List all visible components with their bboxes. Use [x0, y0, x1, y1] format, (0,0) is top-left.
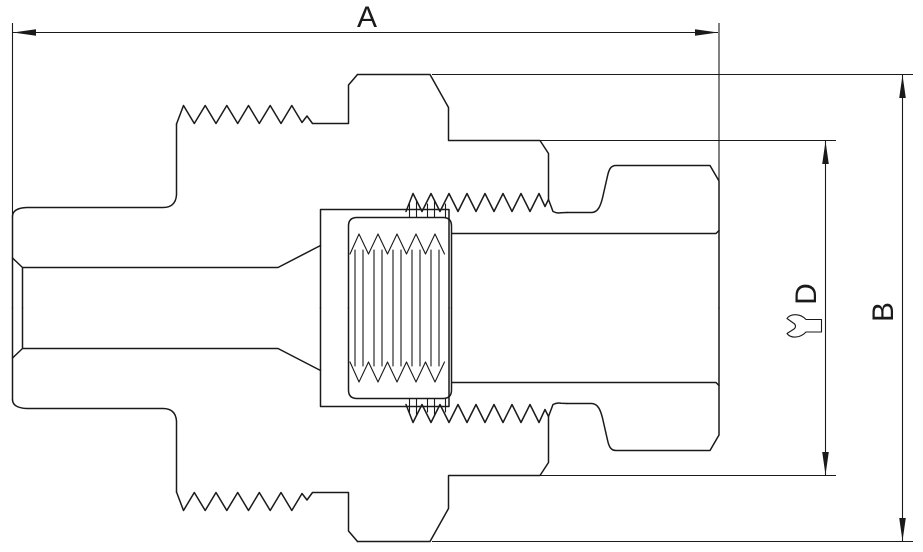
- nut-silhouette: [321, 210, 450, 309]
- internal-thread-flanks: [355, 308, 439, 366]
- arrowhead-up: [899, 75, 906, 98]
- fitting-upper-half: [13, 75, 720, 309]
- internal-thread-crests: [350, 362, 445, 382]
- nut-hex-flat: [449, 417, 549, 476]
- arrowhead-up: [822, 141, 829, 164]
- bore-and-cone: [13, 308, 321, 371]
- nut-silhouette: [321, 308, 450, 407]
- right-body-outline: [567, 166, 719, 309]
- right-body-outline: [567, 308, 719, 451]
- internal-thread-flanks: [355, 250, 439, 308]
- dim-label-D: D: [790, 283, 823, 305]
- npt-thread-profile: [177, 75, 358, 125]
- thread-sleeve-outline: [349, 308, 452, 399]
- dimension-annotations: A B D: [13, 1, 914, 542]
- fitting-lower-half: [13, 308, 720, 542]
- right-body-bore: [452, 383, 719, 386]
- npt-thread-profile: [177, 492, 358, 542]
- arrowhead-down: [822, 452, 829, 475]
- extension-lines: [13, 23, 914, 542]
- arrowhead-left: [13, 29, 36, 36]
- arrowhead-down: [899, 518, 906, 541]
- wrench-icon: [787, 315, 822, 337]
- dim-label-A: A: [357, 1, 377, 34]
- tube-stub-outline: [13, 124, 177, 216]
- dimension-B: B: [867, 75, 906, 541]
- right-body-bore: [452, 231, 719, 234]
- thread-sleeve-outline: [349, 218, 452, 309]
- dimension-A: A: [13, 1, 718, 36]
- tube-stub-outline: [13, 400, 177, 492]
- arrowhead-right: [695, 29, 718, 36]
- body-hex-flat: [358, 75, 449, 140]
- body-hex-flat: [358, 477, 449, 542]
- dim-label-B: B: [867, 302, 900, 322]
- dimension-D: D: [787, 141, 829, 475]
- internal-thread-crests: [350, 234, 445, 254]
- nut-hex-flat: [449, 141, 549, 200]
- bore-and-cone: [13, 246, 321, 309]
